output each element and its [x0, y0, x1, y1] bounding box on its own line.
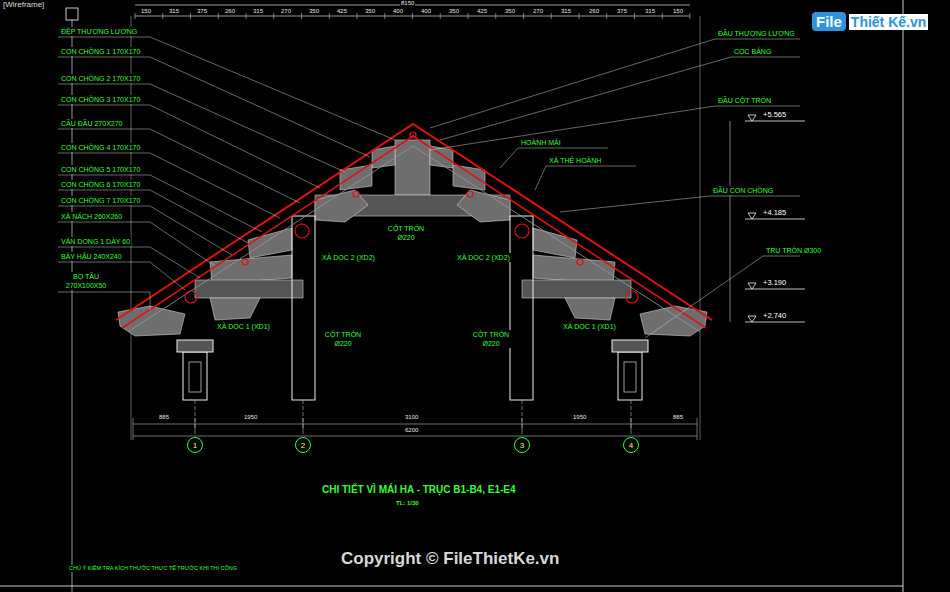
dimension: 885 [158, 414, 170, 421]
part-label: XÀ DỌC 2 (XD2) [456, 253, 511, 262]
carved-brackets [118, 140, 707, 336]
dimension: 350 [504, 8, 516, 15]
dimension-lines [133, 400, 697, 440]
axis-bubble: 2 [295, 437, 311, 453]
part-callout: HOÀNH MÁI [520, 138, 562, 147]
leader-lines [58, 37, 800, 338]
dimension-ticks [135, 13, 690, 19]
dimension: 350 [308, 8, 320, 15]
elevation: +4.185 [762, 208, 787, 217]
elevation: +3.190 [762, 278, 787, 287]
part-label: CỘT TRỐN Ø220 [383, 224, 429, 242]
part-callout: CỌC BÁNG [733, 47, 772, 56]
axis-bubble: 4 [623, 437, 639, 453]
part-label: CỘT TRÒN Ø220 [320, 330, 366, 348]
dimension: 8150 [400, 0, 415, 7]
roof-rafters [116, 124, 712, 332]
part-callout: ĐẦU THƯỢNG LƯƠNG [717, 29, 796, 38]
logo-text: Thiết Kế.vn [849, 14, 928, 30]
drawing-title: CHI TIẾT VÌ MÁI HA - TRỤC B1-B4, E1-E4 [322, 484, 516, 495]
axis-number: 1 [193, 441, 197, 450]
dimension: 400 [420, 8, 432, 15]
frame-line [72, 20, 73, 592]
dimension: 315 [560, 8, 572, 15]
axis-number: 3 [520, 441, 524, 450]
part-label: XÀ DỌC 2 (XD2) [321, 253, 376, 262]
dimension: 400 [392, 8, 404, 15]
part-callout: ĐẦU CỘT TRỐN [717, 96, 772, 105]
dimension: 425 [336, 8, 348, 15]
dimension: 315 [168, 8, 180, 15]
dimension: 150 [672, 8, 684, 15]
part-callout: CON CHỒNG 3 170X170 [60, 95, 141, 104]
site-logo: FileThiết Kế.vn [812, 12, 928, 31]
dimension: 315 [252, 8, 264, 15]
part-callout: VÁN DONG 1 DÀY 60 [60, 237, 131, 246]
part-callout: XÀ NÁCH 260X260 [60, 212, 123, 221]
dimension: 375 [196, 8, 208, 15]
view-label: [Wireframe] [2, 0, 45, 10]
purlins [185, 132, 638, 303]
part-callout: ĐẦU CON CHỒNG [712, 186, 774, 195]
scale-caption: TL: 1/30 [396, 500, 419, 506]
grid-line [700, 16, 701, 440]
frame-corner [66, 8, 78, 20]
dimension: 270 [532, 8, 544, 15]
dimension: 350 [364, 8, 376, 15]
dimension: 6200 [404, 427, 419, 434]
part-label: XÀ DỌC 1 (XD1) [216, 322, 271, 331]
axis-bubble: 1 [187, 437, 203, 453]
part-callout: CON CHỒNG 2 170X170 [60, 74, 141, 83]
part-callout: CON CHỒNG 7 170X170 [60, 196, 141, 205]
watermark: Copyright © FileThietKe.vn [340, 549, 560, 569]
dimension: 3100 [404, 414, 419, 421]
part-callout: CẦU ĐẦU 270X270 [60, 119, 123, 128]
dimension: 425 [476, 8, 488, 15]
dimension: 350 [448, 8, 460, 15]
dimension: 260 [224, 8, 236, 15]
part-label: XÀ DỌC 1 (XD1) [562, 322, 617, 331]
part-callout: CON CHỒNG 6 170X170 [60, 180, 141, 189]
dimension: 1950 [572, 414, 587, 421]
part-callout: TRỤ TRÒN Ø300 [765, 246, 822, 255]
part-label: CỘT TRÒN Ø220 [468, 330, 514, 348]
part-callout: BẨY HẬU 240X240 [60, 252, 123, 261]
part-callout: XÀ THỂ HOÀNH [548, 156, 602, 165]
dimension: 1950 [243, 414, 258, 421]
frame-line [903, 0, 904, 592]
part-callout: CON CHỒNG 5 170X170 [60, 165, 141, 174]
dimension: 375 [616, 8, 628, 15]
dimension: 150 [140, 8, 152, 15]
frame-line [0, 586, 903, 587]
elevation: +2.740 [762, 311, 787, 320]
dimension: 270 [280, 8, 292, 15]
logo-text: File [812, 12, 846, 31]
axis-bubble: 3 [514, 437, 530, 453]
dimension: 260 [588, 8, 600, 15]
elevation-markers [730, 115, 805, 322]
part-callout: CON CHỒNG 4 170X170 [60, 143, 141, 152]
note: CHÚ Ý KIỂM TRA KÍCH THƯỚC THỰC TẾ TRƯỚC … [68, 565, 238, 572]
elevation: +5.565 [762, 110, 787, 119]
axis-number: 2 [301, 441, 305, 450]
axis-number: 4 [629, 441, 633, 450]
dimension: 885 [672, 414, 684, 421]
part-callout: BỌ TẦU 270X100X50 [60, 272, 112, 290]
part-callout: ĐỆP THƯỢNG LƯƠNG [60, 27, 138, 36]
part-callout: CON CHỒNG 1 170X170 [60, 47, 141, 56]
dimension: 315 [644, 8, 656, 15]
